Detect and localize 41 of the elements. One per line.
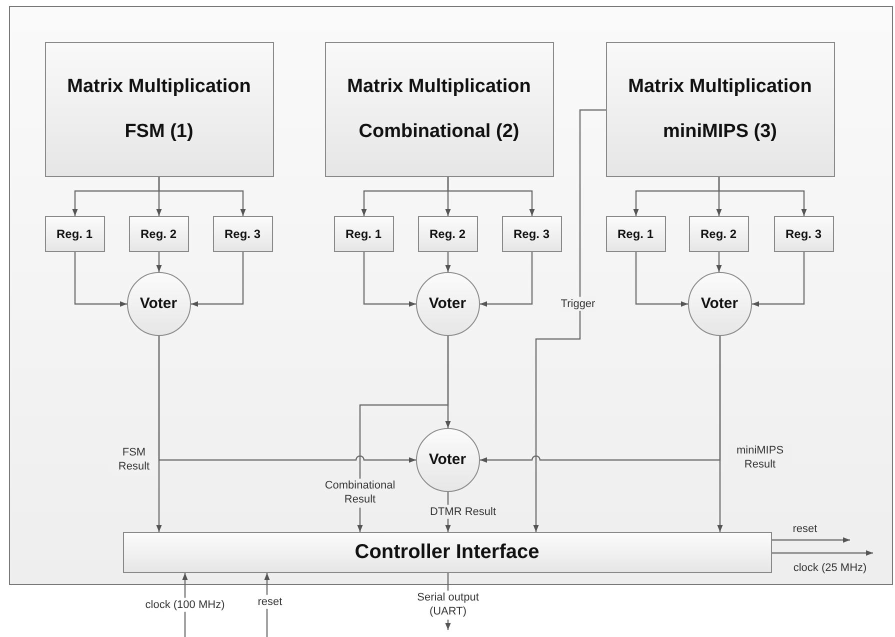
- arrow: [158, 177, 246, 216]
- register-box: Reg. 1: [606, 216, 666, 252]
- arrow: [718, 177, 807, 216]
- voter-circle: Voter: [416, 272, 480, 336]
- voter-circle: Voter: [126, 272, 190, 336]
- register-box: Reg. 2: [418, 216, 478, 252]
- module-box: Matrix Multiplication FSM (1): [44, 42, 274, 176]
- edge-label: Trigger: [558, 296, 598, 312]
- register-box: Reg. 1: [334, 216, 394, 252]
- arrow: [635, 252, 688, 307]
- edge-label: clock (25 MHz): [791, 560, 869, 576]
- arrow: [158, 336, 416, 463]
- frame-box: [9, 6, 893, 585]
- arrow: [480, 336, 721, 463]
- arrow: [445, 252, 451, 272]
- arrow: [363, 252, 416, 307]
- register-box: Reg. 1: [44, 216, 104, 252]
- edge-label: DTMR Result: [428, 504, 498, 520]
- arrow: [772, 537, 850, 543]
- module-box: Matrix Multiplication miniMIPS (3): [606, 42, 834, 176]
- voter-circle: Voter: [416, 428, 480, 492]
- arrow: [156, 252, 162, 272]
- register-box: Reg. 2: [128, 216, 188, 252]
- controller-box: Controller Interface: [122, 532, 772, 572]
- arrow: [447, 177, 535, 216]
- register-box: Reg. 2: [688, 216, 748, 252]
- module-box: Matrix Multiplication Combinational (2): [324, 42, 554, 176]
- register-box: Reg. 3: [502, 216, 562, 252]
- register-box: Reg. 3: [212, 216, 272, 252]
- register-box: Reg. 3: [774, 216, 834, 252]
- arrow: [716, 252, 722, 272]
- voter-circle: Voter: [688, 272, 752, 336]
- arrow: [533, 109, 606, 532]
- arrow: [357, 336, 449, 532]
- arrow: [480, 252, 533, 307]
- arrow: [772, 550, 873, 556]
- arrow: [191, 252, 244, 307]
- arrow: [752, 252, 805, 307]
- edge-label: reset: [256, 594, 284, 610]
- arrow: [74, 252, 127, 307]
- edge-label: clock (100 MHz): [143, 598, 227, 612]
